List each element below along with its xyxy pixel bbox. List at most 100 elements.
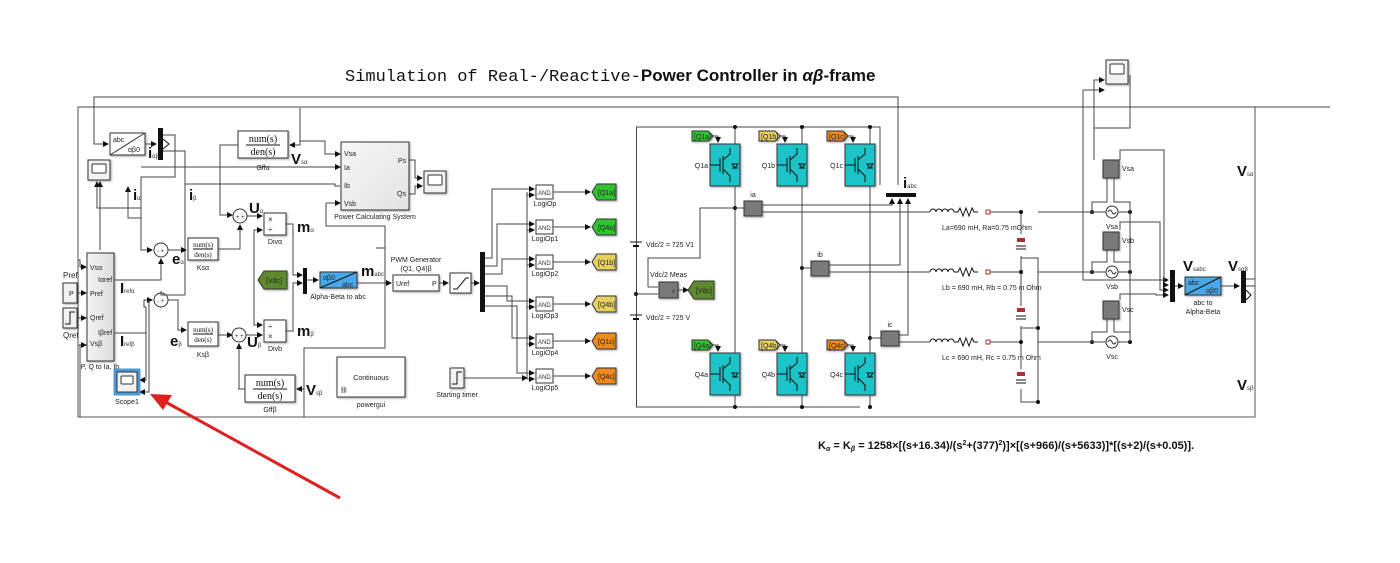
ac-source-vsa[interactable] xyxy=(1105,205,1119,219)
powergui-block[interactable]: Continuous ⛓ xyxy=(336,356,406,398)
demux-vsab[interactable] xyxy=(1241,271,1246,303)
goto-tag-q4c[interactable]: [Q4c] xyxy=(591,367,617,385)
dc-source-top-label: Vdc/2 = 725 V1 xyxy=(646,242,694,249)
div-beta-label: Divb xyxy=(268,346,282,353)
line-rl-phase-2[interactable] xyxy=(929,336,991,348)
logic-op-label: LogiOp4 xyxy=(532,350,559,357)
mux-iabc[interactable] xyxy=(886,193,916,197)
scope-power[interactable] xyxy=(423,170,447,194)
svg-text:αβ0: αβ0 xyxy=(128,147,140,154)
goto-tag-q1a[interactable]: [Q1a] xyxy=(591,183,617,201)
svg-text:×: × xyxy=(268,332,273,341)
current-meas-ib[interactable] xyxy=(810,260,830,277)
from-tag-q4a[interactable]: [Q4a] xyxy=(691,339,714,351)
capacitor-a xyxy=(1016,238,1026,250)
ac-source-vsb[interactable] xyxy=(1105,265,1119,279)
goto-tag-q4b[interactable]: [Q4b] xyxy=(591,295,617,313)
pq-to-iab-block[interactable]: Vsα Pref Qref Vsβ Iαref Iβref xyxy=(86,252,115,362)
signal-v-s-alpha-right: Vsα xyxy=(1237,163,1254,180)
div-beta-block[interactable]: ÷ × xyxy=(263,319,287,343)
gff-beta-block[interactable]: num(s) den(s) xyxy=(244,374,296,403)
svg-text:[Q1b]: [Q1b] xyxy=(761,134,778,141)
scope-voltage-top[interactable] xyxy=(1105,59,1129,85)
saturation-block[interactable] xyxy=(449,272,472,294)
svg-text:[Vdc]: [Vdc] xyxy=(696,288,712,295)
line-rl-phase-1[interactable] xyxy=(929,266,991,278)
demux-i-alphabeta[interactable] xyxy=(158,128,163,160)
voltage-meas-vsc[interactable] xyxy=(1102,300,1120,320)
logic-op-1[interactable]: AND xyxy=(535,219,554,235)
pref-constant-block[interactable]: P xyxy=(62,282,78,304)
ks-alpha-block[interactable]: num(s) den(s) xyxy=(187,237,219,261)
goto-tag-q4a[interactable]: [Q4a] xyxy=(591,218,617,236)
vdc-goto-tag[interactable]: [Vdc] xyxy=(687,280,715,300)
svg-text:den(s): den(s) xyxy=(258,391,283,402)
from-tag-q4b[interactable]: [Q4b] xyxy=(758,339,781,351)
signal-i-beta: iβ xyxy=(189,187,197,204)
mux-m[interactable] xyxy=(303,268,307,294)
goto-tag-q1c[interactable]: [Q1c] xyxy=(591,332,617,350)
from-tag-q1a[interactable]: [Q1a] xyxy=(691,130,714,142)
svg-text:AND: AND xyxy=(538,303,551,309)
voltage-meas-vsa[interactable] xyxy=(1102,159,1120,179)
logic-op-5[interactable]: AND xyxy=(535,368,554,384)
signal-i-ref-alpha: Irefα xyxy=(120,280,135,297)
logic-op-2[interactable]: AND xyxy=(535,254,554,270)
logic-op-label: LogiOp1 xyxy=(532,236,559,243)
igbt-q4a[interactable] xyxy=(709,352,741,396)
starting-timer-block[interactable] xyxy=(449,367,465,389)
qref-step-block[interactable] xyxy=(62,307,78,329)
annotation-arrow xyxy=(150,394,341,500)
line-rl-phase-0[interactable] xyxy=(929,206,991,218)
logic-op-0[interactable]: AND xyxy=(535,184,554,200)
igbt-q1b[interactable] xyxy=(776,143,808,187)
igbt-q4b[interactable] xyxy=(776,352,808,396)
goto-tag-q1b[interactable]: [Q1b] xyxy=(591,253,617,271)
line-param-label: La=690 mH, Ra=0.75 mOhm xyxy=(942,225,1032,232)
dc-source-top[interactable] xyxy=(630,241,642,247)
svg-text:- +: - + xyxy=(157,299,165,305)
svg-text:÷: ÷ xyxy=(268,322,273,331)
scope1-block[interactable] xyxy=(113,368,141,396)
abc-to-alphabeta-block-current[interactable]: abc αβ0 xyxy=(109,132,146,156)
svg-text:[Q4a]: [Q4a] xyxy=(694,343,711,350)
gff-alpha-block[interactable]: num(s) den(s) xyxy=(237,130,289,159)
mux-vsabc[interactable] xyxy=(1170,270,1175,302)
igbt-q1a[interactable] xyxy=(709,143,741,187)
igbt-q4c[interactable] xyxy=(844,352,876,396)
svg-text:÷: ÷ xyxy=(268,225,273,234)
logic-op-3[interactable]: AND xyxy=(535,296,554,312)
svg-text:v: v xyxy=(672,289,675,295)
current-meas-ia[interactable] xyxy=(743,200,763,217)
vdc-measurement-block[interactable]: v xyxy=(658,281,679,299)
from-tag-q1c[interactable]: [Q1c] xyxy=(826,130,849,142)
pwm-generator-block[interactable]: Uref P xyxy=(392,274,440,292)
ks-beta-block[interactable]: num(s) den(s) xyxy=(187,321,219,347)
igbt-label: Q1a xyxy=(695,163,708,170)
abc-to-alphabeta-block-voltage[interactable]: abc αβ0 xyxy=(1184,276,1222,296)
alphabeta-to-abc-block[interactable]: αβ0 abc xyxy=(319,271,358,289)
svg-text:Qref: Qref xyxy=(90,315,104,322)
top-feedback-wire xyxy=(93,96,899,185)
vdc-from-tag[interactable]: [Vdc] xyxy=(257,270,288,290)
igbt-q1c[interactable] xyxy=(844,143,876,187)
current-meas-ic[interactable] xyxy=(880,330,900,347)
logic-op-label: LogiOp3 xyxy=(532,313,559,320)
voltage-meas-vsb[interactable] xyxy=(1102,231,1120,251)
div-alpha-block[interactable]: × ÷ xyxy=(263,212,287,236)
svg-text:⛓: ⛓ xyxy=(340,386,348,394)
dc-source-bottom[interactable] xyxy=(630,314,642,320)
logic-op-4[interactable]: AND xyxy=(535,333,554,349)
from-tag-q1b[interactable]: [Q1b] xyxy=(758,130,781,142)
from-tag-q4c[interactable]: [Q4c] xyxy=(826,339,849,351)
demux-pwm[interactable] xyxy=(480,252,485,312)
svg-text:[Q1a]: [Q1a] xyxy=(598,190,615,197)
controller-formula: Kα = Kβ = 1258×[(s+16.34)/(s2+(377)2)]×[… xyxy=(818,440,1194,453)
scope-current[interactable] xyxy=(87,159,111,181)
ac-source-vsc[interactable] xyxy=(1105,335,1119,349)
igbt-label: Q4c xyxy=(830,372,843,379)
power-calculating-system-block[interactable]: Vsa Ia Ib Vsb Ps Qs xyxy=(340,141,410,211)
